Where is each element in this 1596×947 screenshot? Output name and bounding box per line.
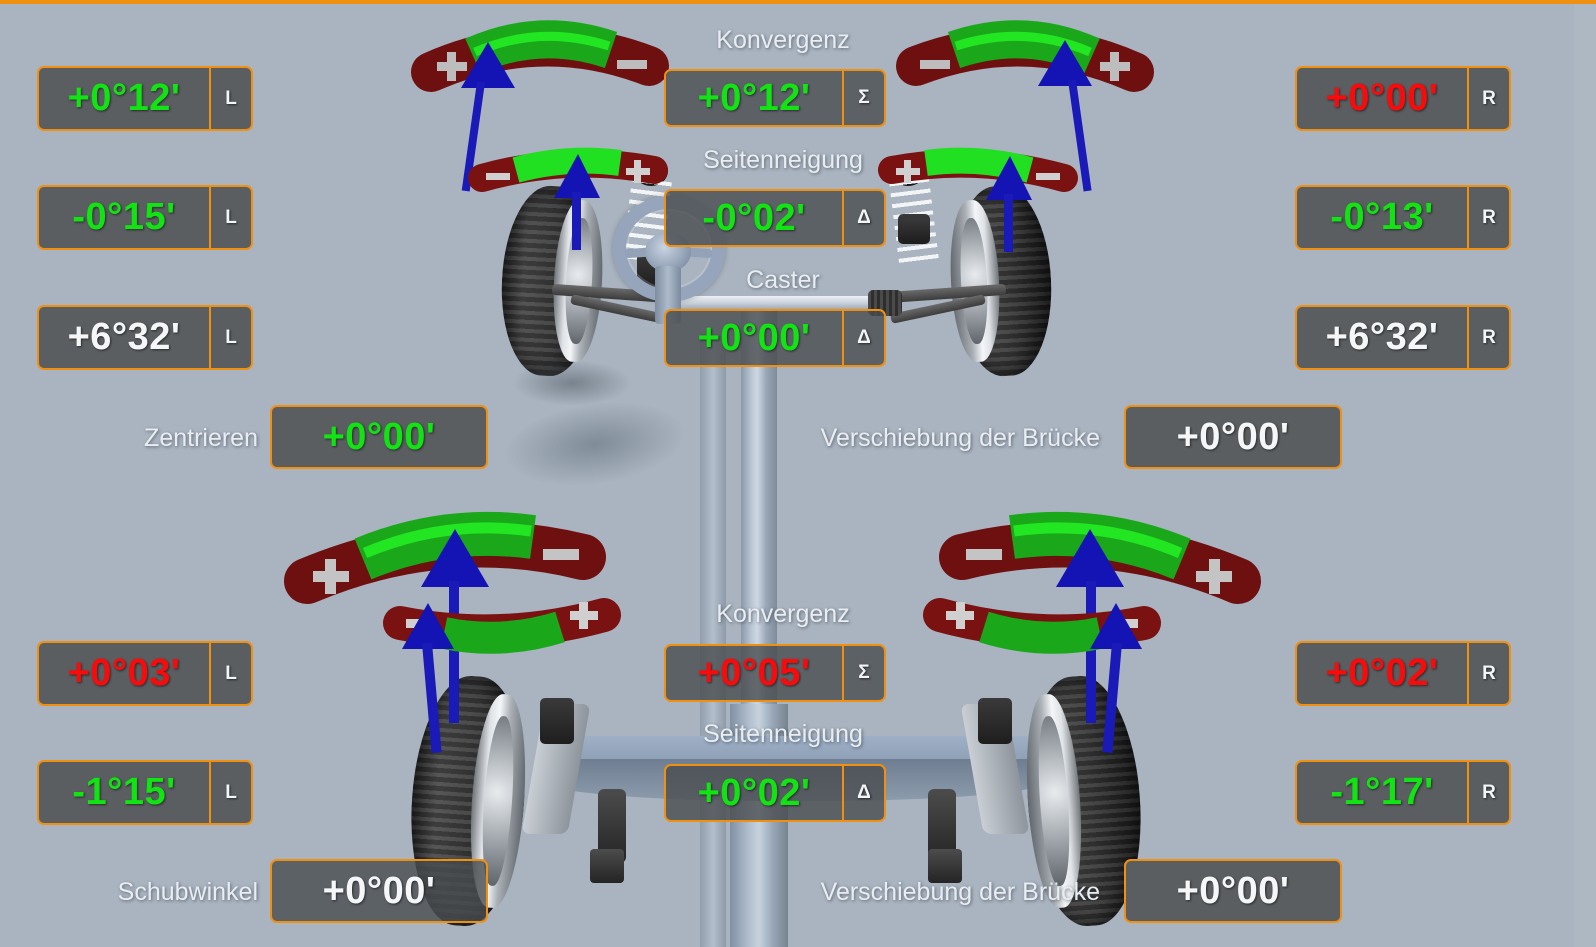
rear-left-camber-box[interactable]: -1°15' L	[37, 760, 253, 825]
gauge-front-left-toe	[411, 20, 669, 192]
front-left-camber-box[interactable]: -0°15' L	[37, 185, 253, 250]
rear-camber-label: Seitenneigung	[703, 720, 863, 748]
front-right-camber-value: -0°13'	[1330, 196, 1434, 238]
gauge-pointer-front-right-toe	[1038, 40, 1092, 192]
front-left-caster-value: +6°32'	[67, 316, 181, 358]
centering-label: Zentrieren	[144, 424, 258, 452]
vehicle-3d-scene	[0, 4, 1596, 947]
front-bridge-offset-box[interactable]: +0°00'	[1124, 405, 1342, 469]
rear-bridge-offset-box[interactable]: +0°00'	[1124, 859, 1342, 923]
rear-total-toe-box[interactable]: +0°05' Σ	[664, 644, 886, 702]
front-right-caster-side-tag: R	[1467, 307, 1509, 368]
steering-rack	[680, 296, 880, 310]
front-total-toe-tag: Σ	[842, 71, 884, 125]
rear-left-hub-nut	[590, 849, 624, 883]
gauge-rear-left-camber	[382, 589, 622, 754]
gauge-front-right-camber	[878, 146, 1078, 252]
rear-total-toe-value: +0°05'	[697, 651, 811, 694]
rear-total-camber-box[interactable]: +0°02' Δ	[664, 764, 886, 822]
gauge-pointer-front-left-camber	[554, 154, 600, 250]
rear-left-toe-box[interactable]: +0°03' L	[37, 641, 253, 706]
front-left-side-tag: L	[209, 68, 251, 129]
rear-left-arm-cap	[540, 698, 574, 744]
gauge-front-left-camber	[468, 146, 668, 250]
gauge-rear-right-toe	[939, 509, 1261, 723]
front-right-camber-side-tag: R	[1467, 187, 1509, 248]
front-left-camber-value: -0°15'	[72, 196, 176, 238]
front-total-caster-value: +0°00'	[697, 316, 811, 359]
rear-left-toe-value: +0°03'	[67, 652, 181, 694]
rear-left-camber-side-tag: L	[209, 762, 251, 823]
centering-value: +0°00'	[322, 415, 436, 458]
gauge-pointer-front-right-camber	[986, 156, 1032, 252]
front-total-camber-box[interactable]: -0°02' Δ	[664, 189, 886, 247]
gauge-pointer-front-left-toe	[461, 42, 515, 192]
front-right-toe-box[interactable]: +0°00' R	[1295, 66, 1511, 131]
rear-right-camber-value: -1°17'	[1330, 771, 1434, 813]
front-camber-label: Seitenneigung	[703, 146, 863, 174]
rear-left-side-tag: L	[209, 643, 251, 704]
rear-bridge-offset-value: +0°00'	[1176, 869, 1290, 912]
front-left-toe-box[interactable]: +0°12' L	[37, 66, 253, 131]
front-total-camber-value: -0°02'	[702, 196, 806, 239]
rear-toe-label: Konvergenz	[716, 600, 850, 628]
front-right-side-tag: R	[1467, 68, 1509, 129]
front-total-caster-tag: Δ	[842, 311, 884, 365]
gauge-pointer-rear-right-camber	[1090, 603, 1142, 754]
front-left-tyre-shadow	[512, 360, 632, 406]
front-caster-label: Caster	[746, 266, 820, 294]
right-edge-strip	[1574, 4, 1596, 947]
rear-total-toe-tag: Σ	[842, 646, 884, 700]
gauge-pointer-rear-left-camber	[402, 603, 454, 754]
rear-right-side-tag: R	[1467, 643, 1509, 704]
rear-left-camber-value: -1°15'	[72, 771, 176, 813]
front-right-caster-box[interactable]: +6°32' R	[1295, 305, 1511, 370]
front-left-camber-side-tag: L	[209, 187, 251, 248]
gauge-rear-right-camber	[922, 589, 1162, 754]
thrust-angle-label: Schubwinkel	[117, 878, 258, 906]
rear-total-camber-tag: Δ	[842, 766, 884, 820]
front-left-caster-box[interactable]: +6°32' L	[37, 305, 253, 370]
rear-total-camber-value: +0°02'	[697, 771, 811, 814]
thrust-angle-box[interactable]: +0°00'	[270, 859, 488, 923]
gauge-front-right-toe	[896, 20, 1154, 192]
front-right-caster-value: +6°32'	[1325, 316, 1439, 358]
rear-axle-beam	[560, 736, 1030, 762]
rear-right-toe-value: +0°02'	[1325, 652, 1439, 694]
gauge-pointer-rear-right-toe	[1056, 529, 1124, 723]
front-left-toe-value: +0°12'	[67, 77, 181, 119]
front-bridge-offset-label: Verschiebung der Brücke	[820, 424, 1100, 452]
front-right-lower-knuckle	[902, 218, 930, 242]
thrust-angle-value: +0°00'	[322, 869, 436, 912]
front-total-caster-box[interactable]: +0°00' Δ	[664, 309, 886, 367]
rear-right-hub-nut	[928, 849, 962, 883]
rear-bridge-offset-label: Verschiebung der Brücke	[820, 878, 1100, 906]
rear-right-camber-side-tag: R	[1467, 762, 1509, 823]
front-left-caster-side-tag: L	[209, 307, 251, 368]
rear-right-camber-box[interactable]: -1°17' R	[1295, 760, 1511, 825]
front-total-camber-tag: Δ	[842, 191, 884, 245]
front-total-toe-box[interactable]: +0°12' Σ	[664, 69, 886, 127]
front-total-toe-value: +0°12'	[697, 76, 811, 119]
gauge-pointer-rear-left-toe	[421, 529, 489, 723]
gauge-rear-left-toe	[284, 509, 606, 723]
front-right-toe-value: +0°00'	[1325, 77, 1439, 119]
front-bridge-offset-value: +0°00'	[1176, 415, 1290, 458]
rear-right-arm-cap	[978, 698, 1012, 744]
steering-wheel-shadow	[500, 391, 690, 497]
centering-box[interactable]: +0°00'	[270, 405, 488, 469]
front-toe-label: Konvergenz	[716, 26, 850, 54]
lift-post-shadow	[700, 334, 726, 947]
rear-right-toe-box[interactable]: +0°02' R	[1295, 641, 1511, 706]
front-right-camber-box[interactable]: -0°13' R	[1295, 185, 1511, 250]
